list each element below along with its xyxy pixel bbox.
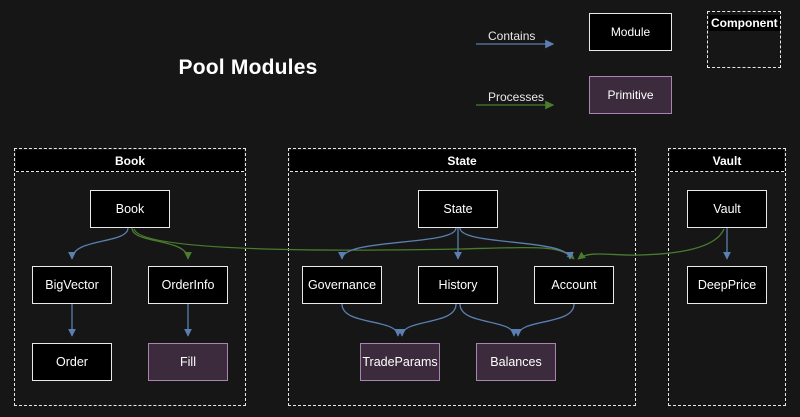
legend-component-label: Component (709, 15, 780, 31)
legend-contains-label: Contains (488, 29, 536, 43)
node-state[interactable]: State (418, 190, 498, 228)
group-vault-label: Vault (712, 153, 742, 168)
node-governance-label: Governance (307, 278, 377, 292)
legend-primitive-label: Primitive (607, 88, 654, 102)
node-vault[interactable]: Vault (687, 190, 767, 228)
node-account[interactable]: Account (534, 266, 614, 304)
node-orderinfo-label: OrderInfo (161, 278, 215, 292)
node-state-label: State (443, 202, 473, 216)
legend-processes-label: Processes (488, 90, 545, 104)
node-tradeparams[interactable]: TradeParams (360, 343, 440, 381)
node-vault-label: Vault (713, 202, 741, 216)
group-state (288, 148, 636, 406)
node-history[interactable]: History (418, 266, 498, 304)
legend-primitive-box: Primitive (589, 76, 672, 114)
node-fill[interactable]: Fill (148, 343, 228, 381)
node-book[interactable]: Book (90, 190, 170, 228)
node-balances-label: Balances (490, 355, 542, 369)
node-governance[interactable]: Governance (302, 266, 382, 304)
group-book-label: Book (115, 153, 145, 168)
node-order-label: Order (56, 355, 88, 369)
group-vault (668, 148, 786, 406)
group-vault-header: Vault (670, 150, 784, 172)
group-book (14, 148, 246, 406)
legend-module-label: Module (610, 25, 651, 39)
page-title: Pool Modules (178, 56, 318, 79)
node-bigvector[interactable]: BigVector (32, 266, 112, 304)
group-state-label: State (447, 153, 477, 168)
node-tradeparams-label: TradeParams (362, 355, 438, 369)
legend-module-box: Module (589, 13, 672, 51)
group-book-header: Book (16, 150, 244, 172)
node-book-label: Book (115, 202, 145, 216)
legend-component-box (707, 11, 781, 68)
group-state-header: State (290, 150, 634, 172)
node-bigvector-label: BigVector (45, 278, 99, 292)
node-fill-label: Fill (180, 355, 196, 369)
node-deepprice[interactable]: DeepPrice (687, 266, 767, 304)
node-deepprice-label: DeepPrice (697, 278, 757, 292)
node-orderinfo[interactable]: OrderInfo (148, 266, 228, 304)
node-account-label: Account (551, 278, 597, 292)
node-history-label: History (438, 278, 478, 292)
node-balances[interactable]: Balances (476, 343, 556, 381)
node-order[interactable]: Order (32, 343, 112, 381)
